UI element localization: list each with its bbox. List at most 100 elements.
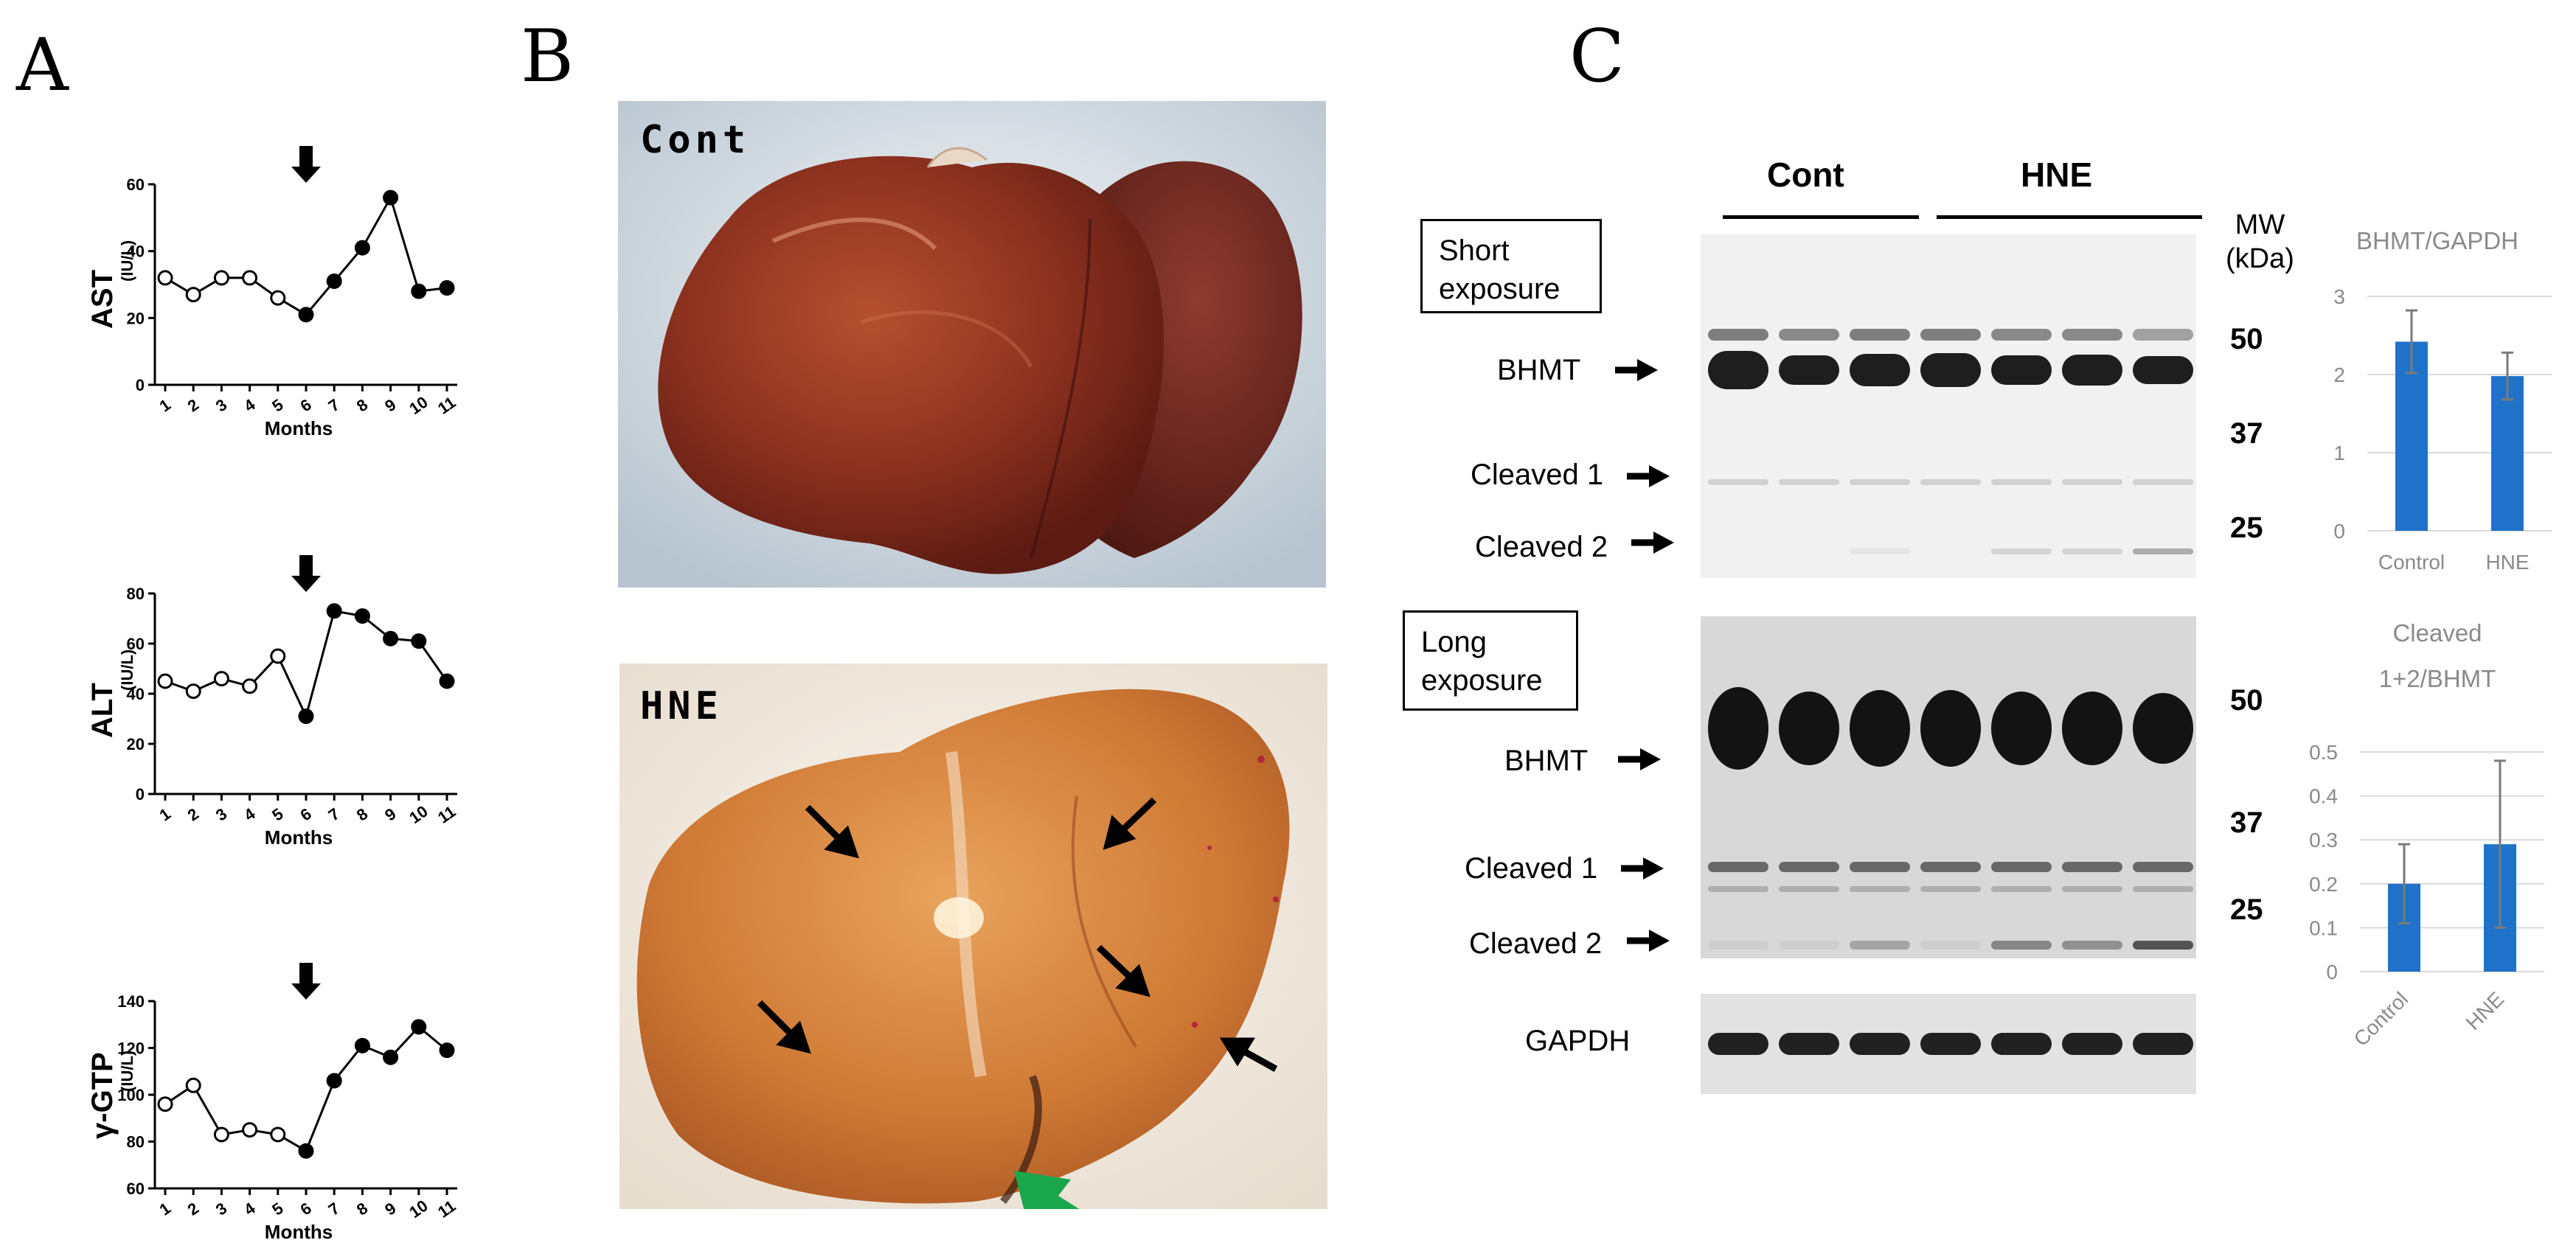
blot-band (1991, 329, 2052, 341)
blot-band (1779, 329, 1839, 341)
data-point (298, 708, 314, 725)
chart-title: BHMT/GAPDH (2356, 227, 2518, 254)
blot-band (1779, 941, 1839, 950)
x-tick-label: 11 (434, 1196, 459, 1222)
blot-band (2133, 548, 2193, 554)
blot-band (2062, 886, 2122, 892)
down-arrow-icon (291, 555, 321, 592)
x-tick-label: 2 (184, 1199, 202, 1219)
x-tick-label: 1 (156, 395, 174, 416)
blot-band (2062, 548, 2122, 554)
data-point (439, 280, 455, 296)
data-point (157, 673, 173, 689)
data-point (354, 1037, 370, 1053)
mw-short-37: 37 (2230, 417, 2263, 450)
x-tick-label: 6 (297, 1199, 315, 1219)
long-bhmt-label: BHMT (1504, 745, 1589, 777)
x-tick-label: 1 (156, 1199, 174, 1219)
arrow-shaft (299, 963, 313, 985)
group-label-cont: Cont (1767, 156, 1844, 194)
blot-band (1850, 1033, 1910, 1055)
mw-short-50: 50 (2230, 323, 2263, 355)
blot-band (1708, 886, 1768, 892)
x-axis-label: Months (265, 417, 333, 439)
mw-long-25: 25 (2230, 894, 2263, 926)
series-line (164, 1025, 448, 1153)
x-tick-label: 9 (381, 804, 399, 825)
blot-band (1779, 862, 1839, 872)
blot-band (2062, 1033, 2122, 1055)
blot-band (2133, 329, 2193, 341)
blot-band (1708, 687, 1768, 770)
x-tick-label: 6 (297, 804, 315, 825)
blot-band (1991, 862, 2052, 872)
short-cleaved1-label: Cleaved 1 (1471, 459, 1604, 491)
cont-liver-photo (618, 101, 1326, 588)
blot-band (1991, 548, 2052, 554)
blot-band (1850, 941, 1910, 950)
x-tick-label: 4 (240, 395, 259, 416)
blot-band (2133, 356, 2193, 384)
blot-band (2062, 355, 2122, 386)
x-tick-label: 8 (353, 1199, 371, 1219)
arrow-shaft (299, 555, 313, 577)
blot-band (1920, 690, 1981, 767)
blot-band (1779, 355, 1839, 385)
blot-band (1850, 690, 1910, 767)
blot-band (1708, 351, 1768, 389)
arrow-head (291, 983, 321, 1000)
x-tick-label: Control (2350, 987, 2413, 1051)
down-arrow-icon (291, 963, 321, 1000)
y-tick-label: 40 (127, 685, 145, 703)
short-bhmt-label: BHMT (1497, 354, 1581, 386)
right-arrow-icon (1615, 359, 1658, 381)
blot-band (1779, 1033, 1839, 1055)
blot-band (1991, 886, 2052, 892)
x-tick-label: 8 (353, 804, 371, 825)
blot-band (1850, 479, 1910, 485)
data-point (185, 287, 201, 303)
right-arrow-icon (1621, 857, 1664, 879)
group-bracket-cont (1723, 215, 1919, 219)
short-cleaved2-label: Cleaved 2 (1475, 531, 1608, 563)
data-point (242, 678, 258, 694)
data-point (439, 1042, 455, 1059)
blot-band (2133, 1033, 2193, 1055)
x-tick-label: 9 (381, 395, 399, 416)
y-tick-label: 140 (117, 992, 145, 1011)
green-arrow-icon (1014, 1171, 1080, 1209)
x-tick-label: 7 (325, 1199, 343, 1219)
y-tick-label: 120 (117, 1039, 145, 1058)
blot-membrane (1701, 616, 2196, 958)
arrow-head (291, 167, 321, 183)
group-bracket-hne (1937, 215, 2202, 219)
x-tick-label: 7 (325, 395, 343, 416)
x-tick-label: 7 (325, 804, 343, 825)
mw-long-37: 37 (2230, 807, 2263, 839)
y-tick-label: 60 (127, 175, 145, 194)
blot-band (2133, 479, 2193, 485)
data-point (326, 1073, 342, 1089)
data-point (383, 1049, 399, 1065)
blot-band (1779, 692, 1839, 765)
long-exposure-box: Long exposure (1403, 610, 1578, 711)
short-exposure-line2: exposure (1439, 273, 1560, 305)
short-exposure-line1: Short (1439, 234, 1510, 267)
data-point (213, 671, 229, 687)
short-exposure-blot (1701, 234, 2196, 578)
mw-header: MW (kDa) (2226, 208, 2294, 276)
data-point (298, 307, 314, 323)
blot-band (2062, 692, 2122, 765)
arrow-shaft (299, 146, 313, 168)
blot-band (1991, 355, 2052, 385)
y-tick-label: 20 (127, 309, 145, 327)
hne-liver-photo (619, 663, 1327, 1209)
y-axis-label: AST (86, 270, 119, 329)
y-tick-label: 0 (136, 785, 145, 804)
data-point (411, 633, 427, 649)
y-tick-label: 0.5 (2309, 741, 2338, 764)
x-tick-label: 10 (406, 393, 431, 419)
